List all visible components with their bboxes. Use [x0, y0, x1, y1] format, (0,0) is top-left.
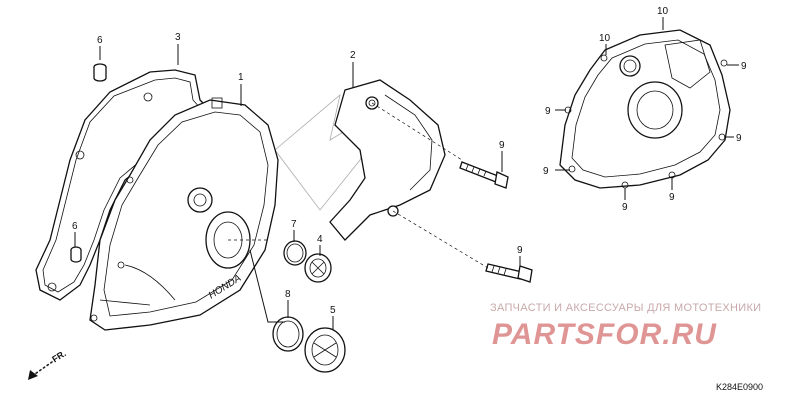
generator-cover [559, 29, 731, 189]
callout-9-left-mid: 9 [545, 106, 551, 117]
arrow-head-icon [28, 370, 38, 380]
arrow-icon [31, 361, 53, 377]
dowel-pin-lower [70, 246, 82, 263]
callout-3: 3 [175, 32, 181, 43]
bolt-upper [459, 161, 509, 189]
callout-9-right-top: 9 [741, 61, 747, 72]
watermark-logo: PARTSFOR.RU [492, 318, 717, 351]
callout-9-bottom-left: 9 [622, 202, 628, 213]
crankshaft-hole-cap-part-5 [304, 327, 346, 373]
dowel-pin-upper [93, 63, 107, 82]
callout-6-upper: 6 [97, 35, 103, 46]
callout-labels: 1 2 3 6 6 7 4 8 5 9 9 10 10 9 9 9 9 9 9 … [72, 6, 747, 316]
leader-lines [74, 17, 739, 330]
callout-10-top: 10 [657, 6, 669, 17]
callout-8: 8 [285, 289, 291, 300]
callout-1: 1 [238, 72, 244, 83]
front-direction-indicator: FR. [28, 348, 68, 380]
o-ring-part-7 [283, 240, 307, 266]
callout-2: 2 [350, 50, 356, 61]
left-crankcase-cover-part-1: HONDA [89, 97, 279, 331]
watermark-text: ЗАПЧАСТИ И АКСЕССУАРЫ ДЛЯ МОТОТЕХНИКИ [490, 302, 762, 314]
bolt-lower [485, 263, 533, 283]
front-label: FR. [50, 348, 68, 364]
callout-9-left-low: 9 [543, 166, 549, 177]
callout-10-left: 10 [599, 33, 611, 44]
stay-part-2 [329, 79, 446, 241]
callout-9-bottom-right: 9 [669, 192, 675, 203]
callout-7: 7 [291, 219, 297, 230]
callout-6-lower: 6 [72, 221, 78, 232]
timing-hole-cap-part-4 [304, 253, 332, 283]
callout-5: 5 [330, 305, 336, 316]
callout-9-upper-bolt: 9 [499, 140, 505, 151]
assembly-lines [228, 102, 489, 323]
callout-9-lower-bolt: 9 [517, 245, 523, 256]
callout-9-right-mid: 9 [736, 133, 742, 144]
callout-4: 4 [317, 234, 323, 245]
diagram-code: K284E0900 [716, 382, 764, 392]
